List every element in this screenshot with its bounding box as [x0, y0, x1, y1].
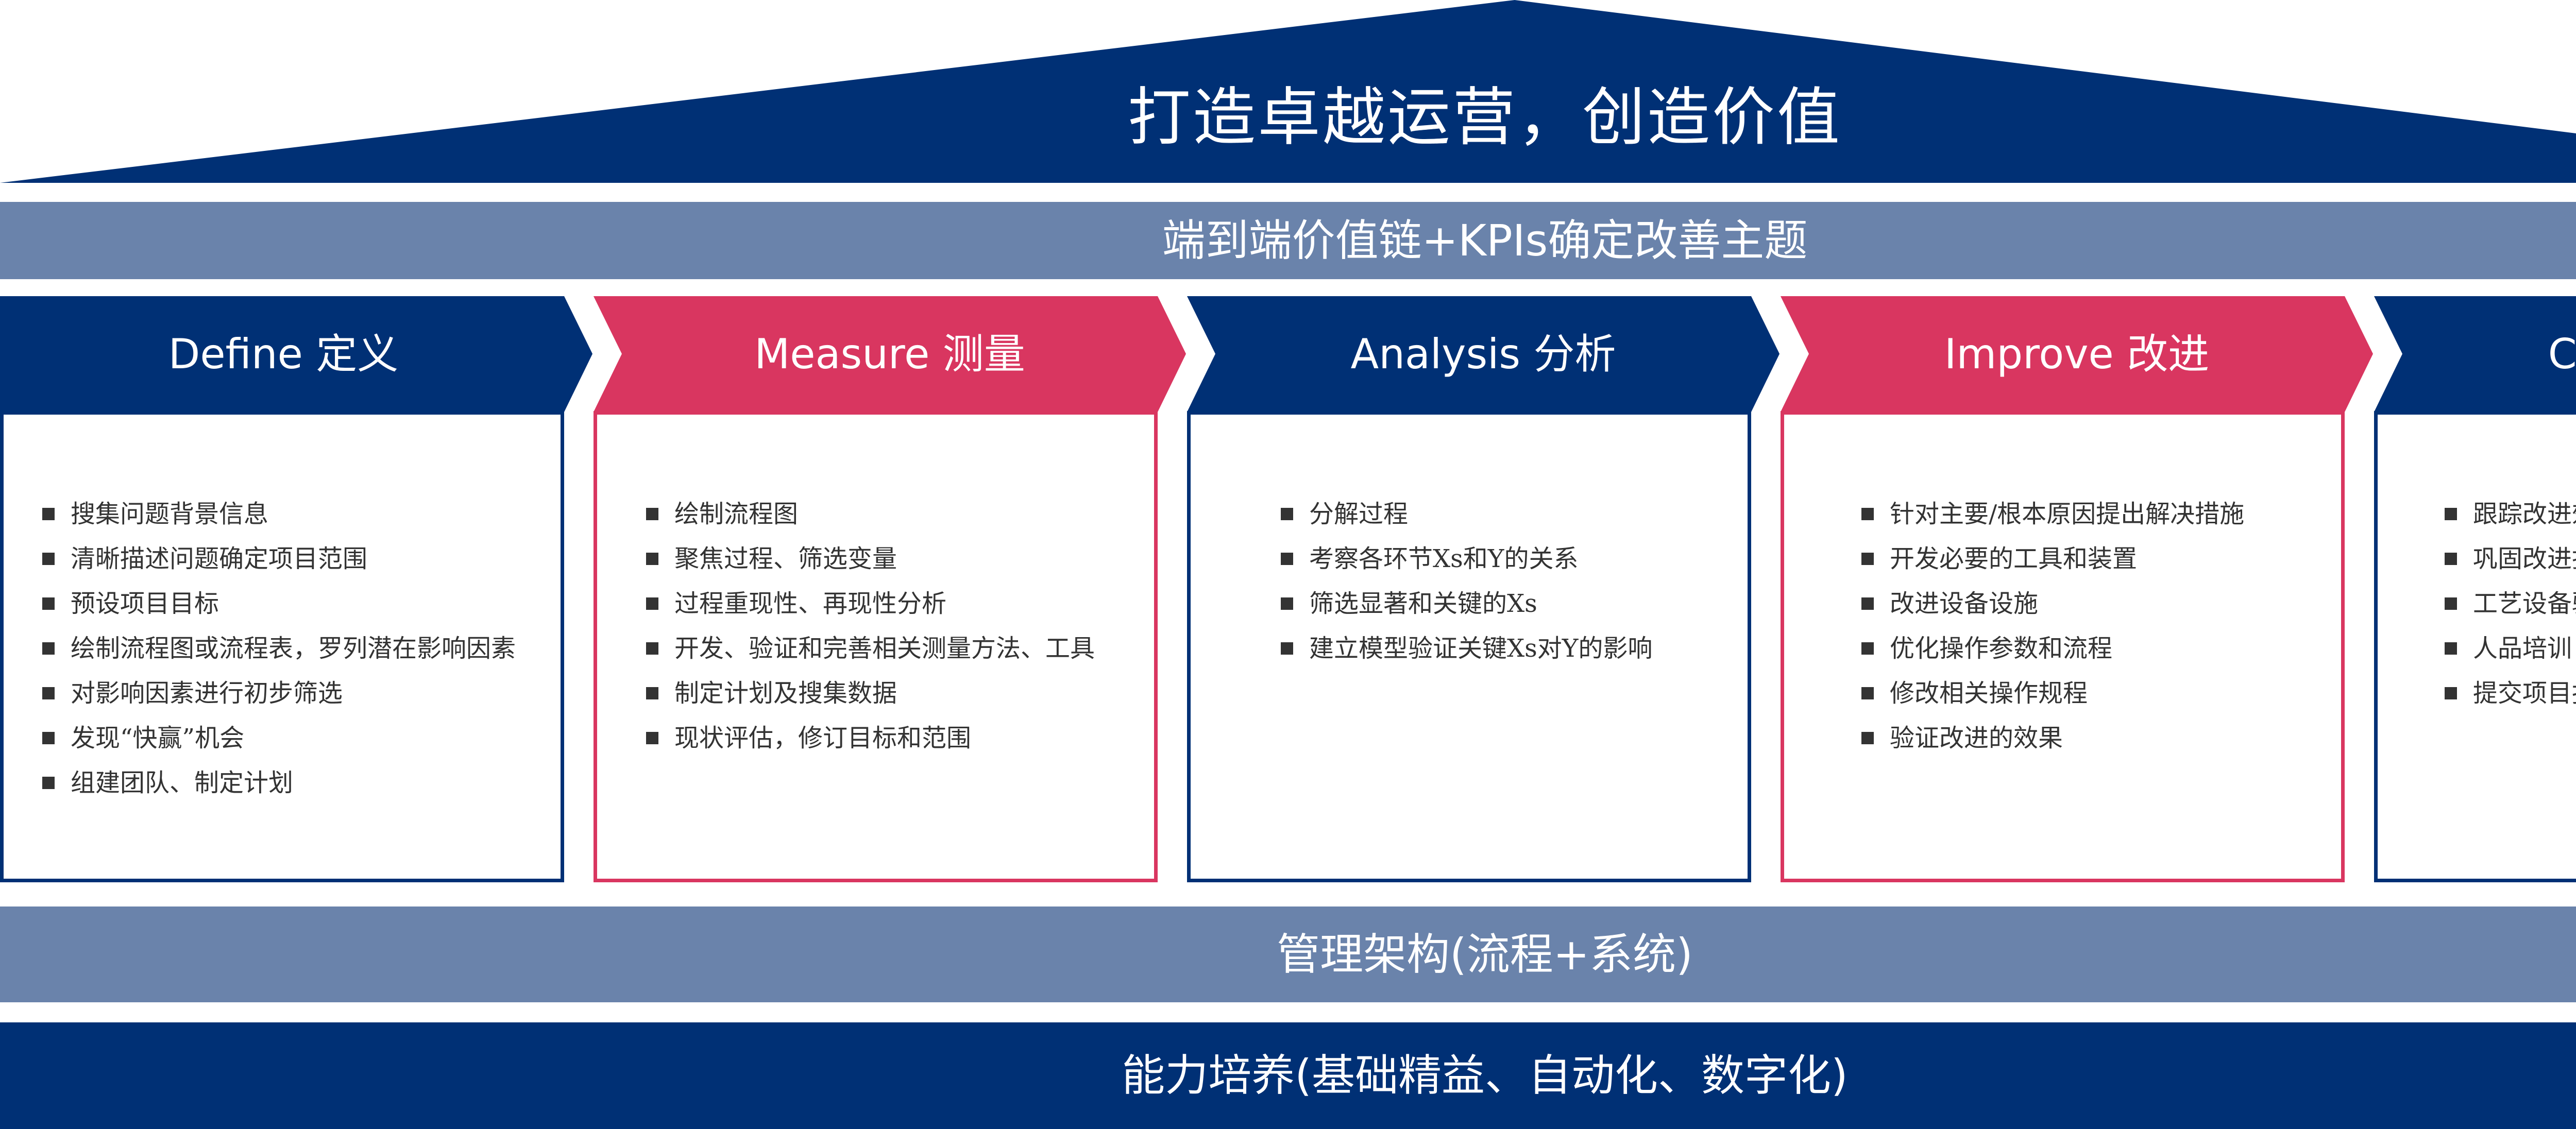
chevron-shape-icon: [2374, 296, 2576, 412]
phase-label-define: Define 定义: [168, 330, 399, 378]
list-item: 预设项目目标: [42, 581, 516, 626]
square-bullet-icon: [1861, 553, 1874, 565]
list-item: 发现“快赢”机会: [42, 716, 516, 761]
square-bullet-icon: [2445, 553, 2457, 565]
list-item: 工艺设备验证: [2445, 581, 2576, 626]
measure-item-list: 绘制流程图 聚焦过程、筛选变量 过程重现性、再现性分析 开发、验证和完善相关测量…: [646, 492, 1095, 761]
list-item: 人品培训: [2445, 626, 2576, 671]
list-item: 制定计划及搜集数据: [646, 671, 1095, 716]
define-item-list: 搜集问题背景信息 清晰描述问题确定项目范围 预设项目目标 绘制流程图或流程表，罗…: [42, 492, 516, 806]
square-bullet-icon: [1281, 597, 1293, 610]
square-bullet-icon: [1861, 687, 1874, 699]
list-item: 现状评估，修订目标和范围: [646, 716, 1095, 761]
square-bullet-icon: [42, 508, 55, 520]
phase-header-control: Control 控制: [2374, 296, 2576, 412]
square-bullet-icon: [1861, 508, 1874, 520]
square-bullet-icon: [646, 553, 658, 565]
roof-title: 打造卓越运营，创造价值: [1128, 81, 1842, 154]
list-item: 组建团队、制定计划: [42, 761, 516, 806]
list-item: 搜集问题背景信息: [42, 492, 516, 537]
phase-header-measure: Measure 测量: [594, 296, 1191, 412]
list-item: 分解过程: [1281, 492, 1653, 537]
chevron-shape-icon: [0, 296, 592, 412]
square-bullet-icon: [2445, 687, 2457, 699]
list-item: 筛选显著和关键的Xs: [1281, 581, 1653, 626]
square-bullet-icon: [646, 732, 658, 744]
chevron-shape-icon: [1187, 296, 1780, 412]
list-item: 过程重现性、再现性分析: [646, 581, 1095, 626]
square-bullet-icon: [646, 597, 658, 610]
phase-label-measure: Measure 测量: [754, 330, 1025, 378]
list-item: 跟踪改进效果，验证其长期有效性: [2445, 492, 2576, 537]
list-item: 考察各环节Xs和Y的关系: [1281, 537, 1653, 581]
phase-header-define: Define 定义: [0, 296, 598, 412]
list-item: 巩固改进措施，修改和制定文件: [2445, 537, 2576, 581]
phase-header-improve: Improve 改进: [1781, 296, 2378, 412]
capability-building-bar: 能力培养(基础精益、自动化、数字化): [0, 1022, 2576, 1129]
list-item: 针对主要/根本原因提出解决措施: [1861, 492, 2244, 537]
list-item: 对影响因素进行初步筛选: [42, 671, 516, 716]
square-bullet-icon: [2445, 597, 2457, 610]
phase-box-measure: 绘制流程图 聚焦过程、筛选变量 过程重现性、再现性分析 开发、验证和完善相关测量…: [594, 411, 1158, 882]
control-item-list: 跟踪改进效果，验证其长期有效性 巩固改进措施，修改和制定文件 工艺设备验证 人品…: [2445, 492, 2576, 716]
list-item: 绘制流程图或流程表，罗列潜在影响因素: [42, 626, 516, 671]
list-item: 改进设备设施: [1861, 581, 2244, 626]
improve-item-list: 针对主要/根本原因提出解决措施 开发必要的工具和装置 改进设备设施 优化操作参数…: [1861, 492, 2244, 761]
list-item: 开发、验证和完善相关测量方法、工具: [646, 626, 1095, 671]
square-bullet-icon: [646, 687, 658, 699]
square-bullet-icon: [42, 732, 55, 744]
square-bullet-icon: [1861, 642, 1874, 655]
square-bullet-icon: [2445, 508, 2457, 520]
square-bullet-icon: [42, 597, 55, 610]
list-item: 建立模型验证关键Xs对Y的影响: [1281, 626, 1653, 671]
list-item: 优化操作参数和流程: [1861, 626, 2244, 671]
square-bullet-icon: [42, 687, 55, 699]
phase-header-analysis: Analysis 分析: [1187, 296, 1785, 412]
kpi-bar: 端到端价值链+KPIs确定改善主题: [0, 202, 2576, 279]
chevron-shape-icon: [594, 296, 1186, 412]
square-bullet-icon: [1281, 553, 1293, 565]
square-bullet-icon: [2445, 642, 2457, 655]
list-item: 清晰描述问题确定项目范围: [42, 537, 516, 581]
phase-box-control: 跟踪改进效果，验证其长期有效性 巩固改进措施，修改和制定文件 工艺设备验证 人品…: [2374, 411, 2576, 882]
list-item: 绘制流程图: [646, 492, 1095, 537]
phase-box-improve: 针对主要/根本原因提出解决措施 开发必要的工具和装置 改进设备设施 优化操作参数…: [1781, 411, 2345, 882]
square-bullet-icon: [42, 553, 55, 565]
phase-box-analysis: 分解过程 考察各环节Xs和Y的关系 筛选显著和关键的Xs 建立模型验证关键Xs对…: [1187, 411, 1751, 882]
square-bullet-icon: [646, 508, 658, 520]
phase-box-define: 搜集问题背景信息 清晰描述问题确定项目范围 预设项目目标 绘制流程图或流程表，罗…: [0, 411, 564, 882]
square-bullet-icon: [42, 642, 55, 655]
phase-label-analysis: Analysis 分析: [1350, 330, 1616, 378]
square-bullet-icon: [1281, 508, 1293, 520]
square-bullet-icon: [1281, 642, 1293, 655]
list-item: 开发必要的工具和装置: [1861, 537, 2244, 581]
list-item: 提交项目报告: [2445, 671, 2576, 716]
list-item: 验证改进的效果: [1861, 716, 2244, 761]
square-bullet-icon: [42, 777, 55, 789]
square-bullet-icon: [646, 642, 658, 655]
chevron-shape-icon: [1781, 296, 2373, 412]
square-bullet-icon: [1861, 597, 1874, 610]
management-structure-bar: 管理架构(流程+系统): [0, 906, 2576, 1002]
list-item: 修改相关操作规程: [1861, 671, 2244, 716]
square-bullet-icon: [1861, 732, 1874, 744]
phase-label-improve: Improve 改进: [1944, 330, 2210, 378]
list-item: 聚焦过程、筛选变量: [646, 537, 1095, 581]
roof-triangle: [0, 0, 2576, 183]
phase-label-control: Control 控制: [2548, 330, 2576, 378]
analysis-item-list: 分解过程 考察各环节Xs和Y的关系 筛选显著和关键的Xs 建立模型验证关键Xs对…: [1281, 492, 1653, 671]
